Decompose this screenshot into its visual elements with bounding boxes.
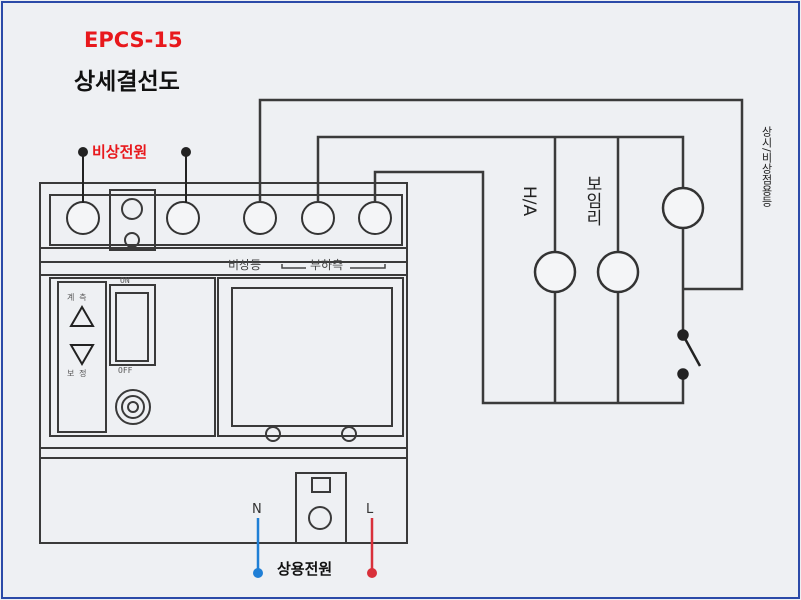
neutral-dot	[253, 568, 263, 578]
panel-brackets	[281, 264, 386, 269]
lamp-switch	[677, 329, 702, 380]
button-top-label: 계 측	[67, 293, 87, 302]
indicator-load-icon	[596, 250, 640, 294]
terminal-block	[66, 201, 392, 235]
panel-label-load: 부하측	[310, 258, 344, 272]
line-dot	[367, 568, 377, 578]
external-wiring	[258, 98, 744, 405]
indicator-device-label: 보임리	[582, 175, 602, 226]
terminal-emergency-1	[66, 201, 100, 235]
terminal-emergency-2	[166, 201, 200, 235]
model-name: EPCS-15	[84, 28, 183, 52]
load-devices	[533, 186, 705, 294]
down-arrow-icon	[69, 344, 95, 366]
line-label: L	[366, 502, 374, 517]
neutral-label: N	[252, 502, 262, 517]
normal-power-label: 상용전원	[277, 560, 333, 578]
switch-on-label: ON	[120, 276, 130, 285]
adjust-buttons	[69, 305, 95, 366]
device-body	[39, 182, 408, 544]
lamp-load-icon	[661, 186, 705, 230]
terminal-light-1	[243, 201, 277, 235]
terminal-load	[358, 201, 392, 235]
diagram-title: 상세결선도	[74, 69, 180, 95]
emergency-power-leads	[78, 147, 191, 203]
terminal-light-2	[301, 201, 335, 235]
ha-load-icon	[533, 250, 577, 294]
up-arrow-icon	[69, 305, 95, 327]
button-bottom-label: 보 정	[67, 369, 87, 378]
lamp-device-label: 상시/비상점용등	[760, 126, 773, 207]
switch-off-label: OFF	[118, 366, 133, 375]
panel-label-emergency-light: 비상등	[228, 258, 262, 272]
ha-device-label: H/A	[519, 186, 539, 217]
emergency-power-label: 비상전원	[92, 143, 148, 161]
